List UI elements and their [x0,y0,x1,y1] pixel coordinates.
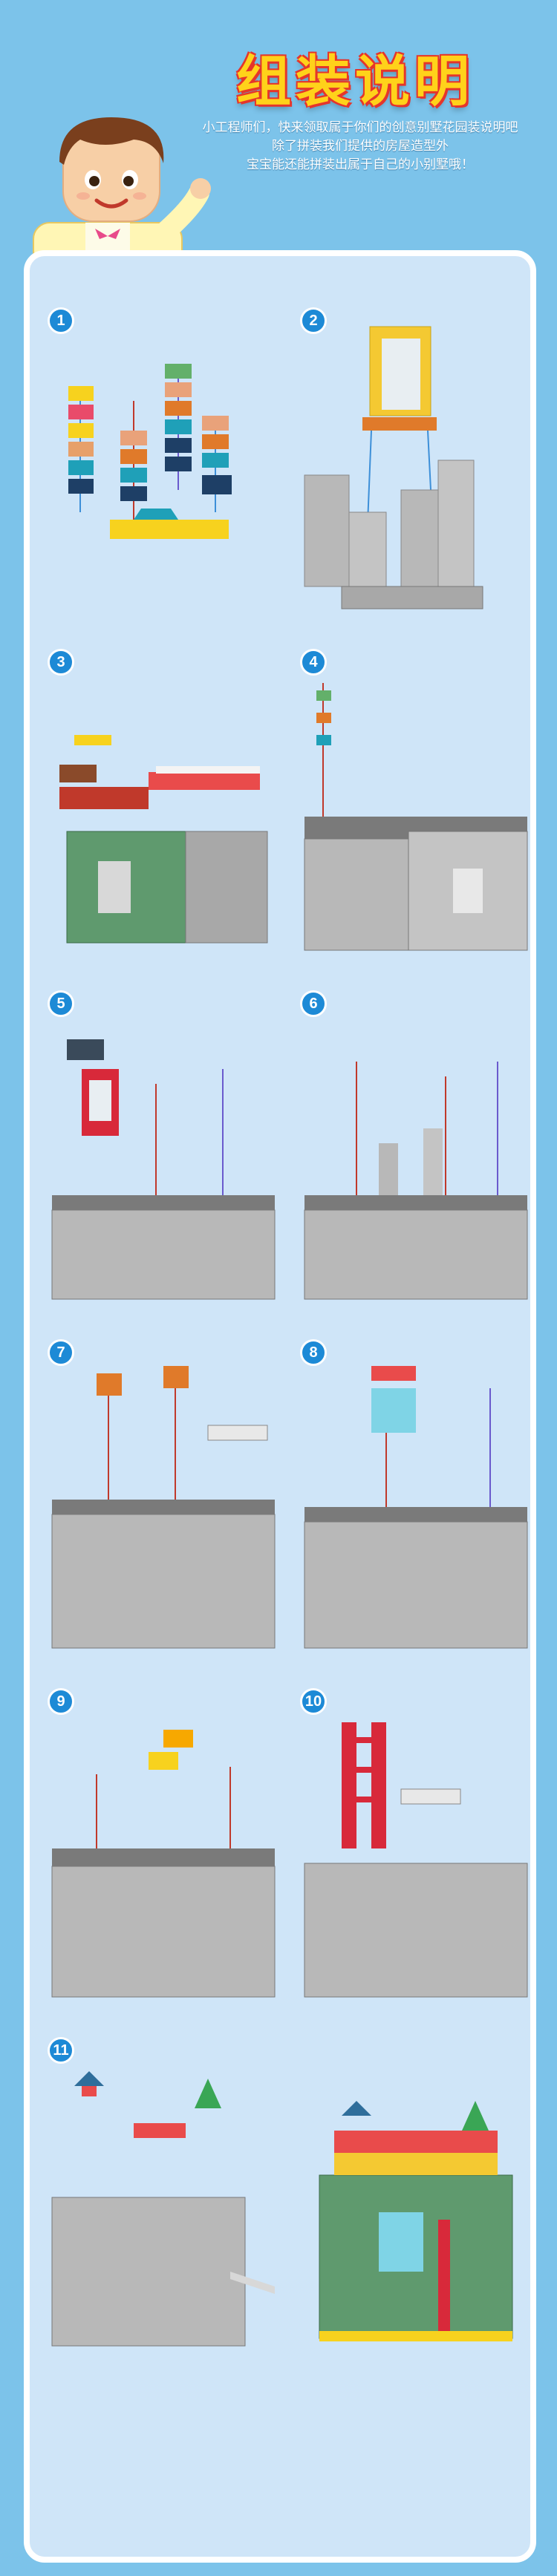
step-4: 4 [290,638,542,972]
step-11: 11 [37,2027,290,2361]
step-illustration [304,1366,528,1649]
step-2: 2 [290,297,542,631]
step-illustration [68,364,232,539]
step-6: 6 [290,980,542,1314]
step-illustration [51,1730,276,1998]
ladder-assembly [304,1722,528,1998]
step-illustration [51,1039,276,1300]
step-10: 10 [290,1678,542,2012]
grey-roof-assembly [304,683,528,951]
wall-pillars [304,326,483,609]
step-illustration [51,1366,276,1649]
step-number-badge: 10 [300,1688,327,1715]
step-7: 7 [37,1329,290,1663]
mascot-boy-figure [33,117,211,264]
step-5: 5 [37,980,290,1314]
step-number-badge: 3 [48,649,74,676]
pillar-stack-assembly [304,1062,528,1300]
step-number-badge: 8 [300,1339,327,1366]
step-8: 8 [290,1329,542,1663]
step-number-badge: 9 [48,1688,74,1715]
step-number-badge: 6 [300,990,327,1017]
step-number-badge: 2 [300,307,327,334]
step-illustration [51,2071,275,2347]
intro-line-2: 除了拼装我们提供的房屋造型外 [272,139,449,154]
garden-decor-assembly [51,2071,275,2347]
header: 组装说明 小工程师们，快来领取属于你们的创意别墅花园装说明吧 除了拼装我们提供的… [0,0,557,264]
step-3: 3 [37,638,290,972]
tower-assembly [51,1366,276,1649]
step-number-badge: 5 [48,990,74,1017]
step-illustration [304,1722,528,1998]
intro-line-1: 小工程师们，快来领取属于你们的创意别墅花园装说明吧 [202,120,518,135]
green-wall-assembly [59,735,268,944]
page-title: 组装说明 [236,50,474,114]
window-frame-assembly [51,1039,276,1300]
step-number-badge: 1 [48,307,74,334]
intro-line-3: 宝宝能还能拼装出属于自己的小别墅哦！ [247,157,474,172]
brick-stacks [68,364,232,539]
intro-text: 小工程师们，快来领取属于你们的创意别墅花园装说明吧 除了拼装我们提供的房屋造型外… [175,119,546,174]
step-illustration [59,735,268,944]
step-1: 1 [37,297,290,631]
final-house-illustration [319,2101,513,2341]
step-illustration [304,326,483,609]
roof-top-assembly [51,1730,276,1998]
step-illustration [304,683,528,951]
step-final-assembled [290,2027,542,2361]
completed-villa [319,2101,513,2341]
step-number-badge: 7 [48,1339,74,1366]
step-number-badge: 4 [300,649,327,676]
step-number-badge: 11 [48,2037,74,2064]
step-9: 9 [37,1678,290,2012]
step-illustration [304,1062,528,1300]
balcony-assembly [304,1366,528,1649]
